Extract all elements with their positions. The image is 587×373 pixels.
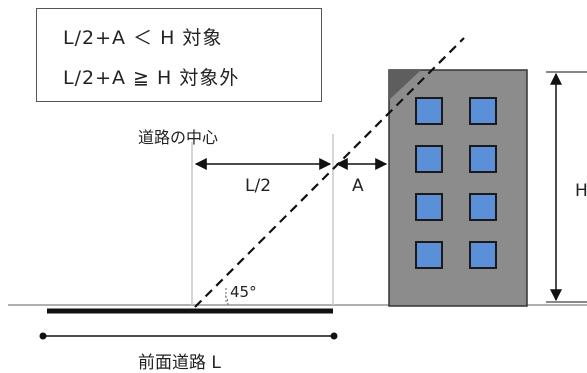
building <box>388 69 528 307</box>
setback-45-line <box>194 37 465 308</box>
road-width-label: 前面道路 L <box>138 353 221 373</box>
condition-applies: L/2+A ＜ H 対象 <box>63 27 223 49</box>
road-center-label: 道路の中心 <box>138 128 219 147</box>
window-1-2 <box>469 97 497 125</box>
window-3-1 <box>415 193 443 221</box>
angle-label: 45° <box>230 283 257 301</box>
angle-arc <box>223 293 229 306</box>
condition-exempt: L/2+A ≧ H 対象外 <box>63 67 240 89</box>
road-width-left-dot <box>39 332 47 340</box>
building-windows <box>415 97 497 269</box>
window-3-2 <box>469 193 497 221</box>
window-2-2 <box>469 145 497 173</box>
condition-box: L/2+A ＜ H 対象 L/2+A ≧ H 対象外 <box>36 8 322 102</box>
road-width-right-dot <box>330 332 338 340</box>
setback-label: A <box>352 176 364 196</box>
height-label: H <box>575 181 587 201</box>
half-width-label: L/2 <box>245 176 272 196</box>
window-4-2 <box>469 241 497 269</box>
window-1-1 <box>415 97 443 125</box>
window-4-1 <box>415 241 443 269</box>
window-2-1 <box>415 145 443 173</box>
